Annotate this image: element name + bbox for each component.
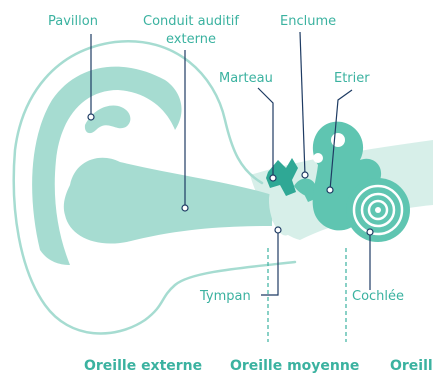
label-conduit-line2: externe	[166, 32, 216, 47]
canal-hole-upper	[331, 133, 345, 147]
section-titles: Oreille externe Oreille moyenne Oreille …	[84, 358, 433, 374]
marteau-leader	[258, 88, 273, 178]
label-enclume: Enclume	[280, 14, 336, 29]
section-dividers	[268, 248, 346, 342]
label-conduit-line1: Conduit auditif	[143, 14, 239, 29]
label-tympan: Tympan	[199, 289, 251, 304]
section-interne: Oreille interne	[390, 358, 433, 374]
enclume-leader	[300, 32, 305, 175]
ear-canal	[64, 158, 272, 244]
label-etrier: Etrier	[334, 71, 370, 86]
label-cochlee: Cochlée	[352, 289, 404, 304]
canal-hole-left	[313, 153, 323, 163]
section-moyenne: Oreille moyenne	[230, 358, 359, 374]
section-externe: Oreille externe	[84, 358, 202, 374]
cochlee-center	[375, 207, 381, 213]
label-pavillon: Pavillon	[48, 14, 98, 29]
label-marteau: Marteau	[219, 71, 273, 86]
tympan-leader	[261, 230, 278, 295]
